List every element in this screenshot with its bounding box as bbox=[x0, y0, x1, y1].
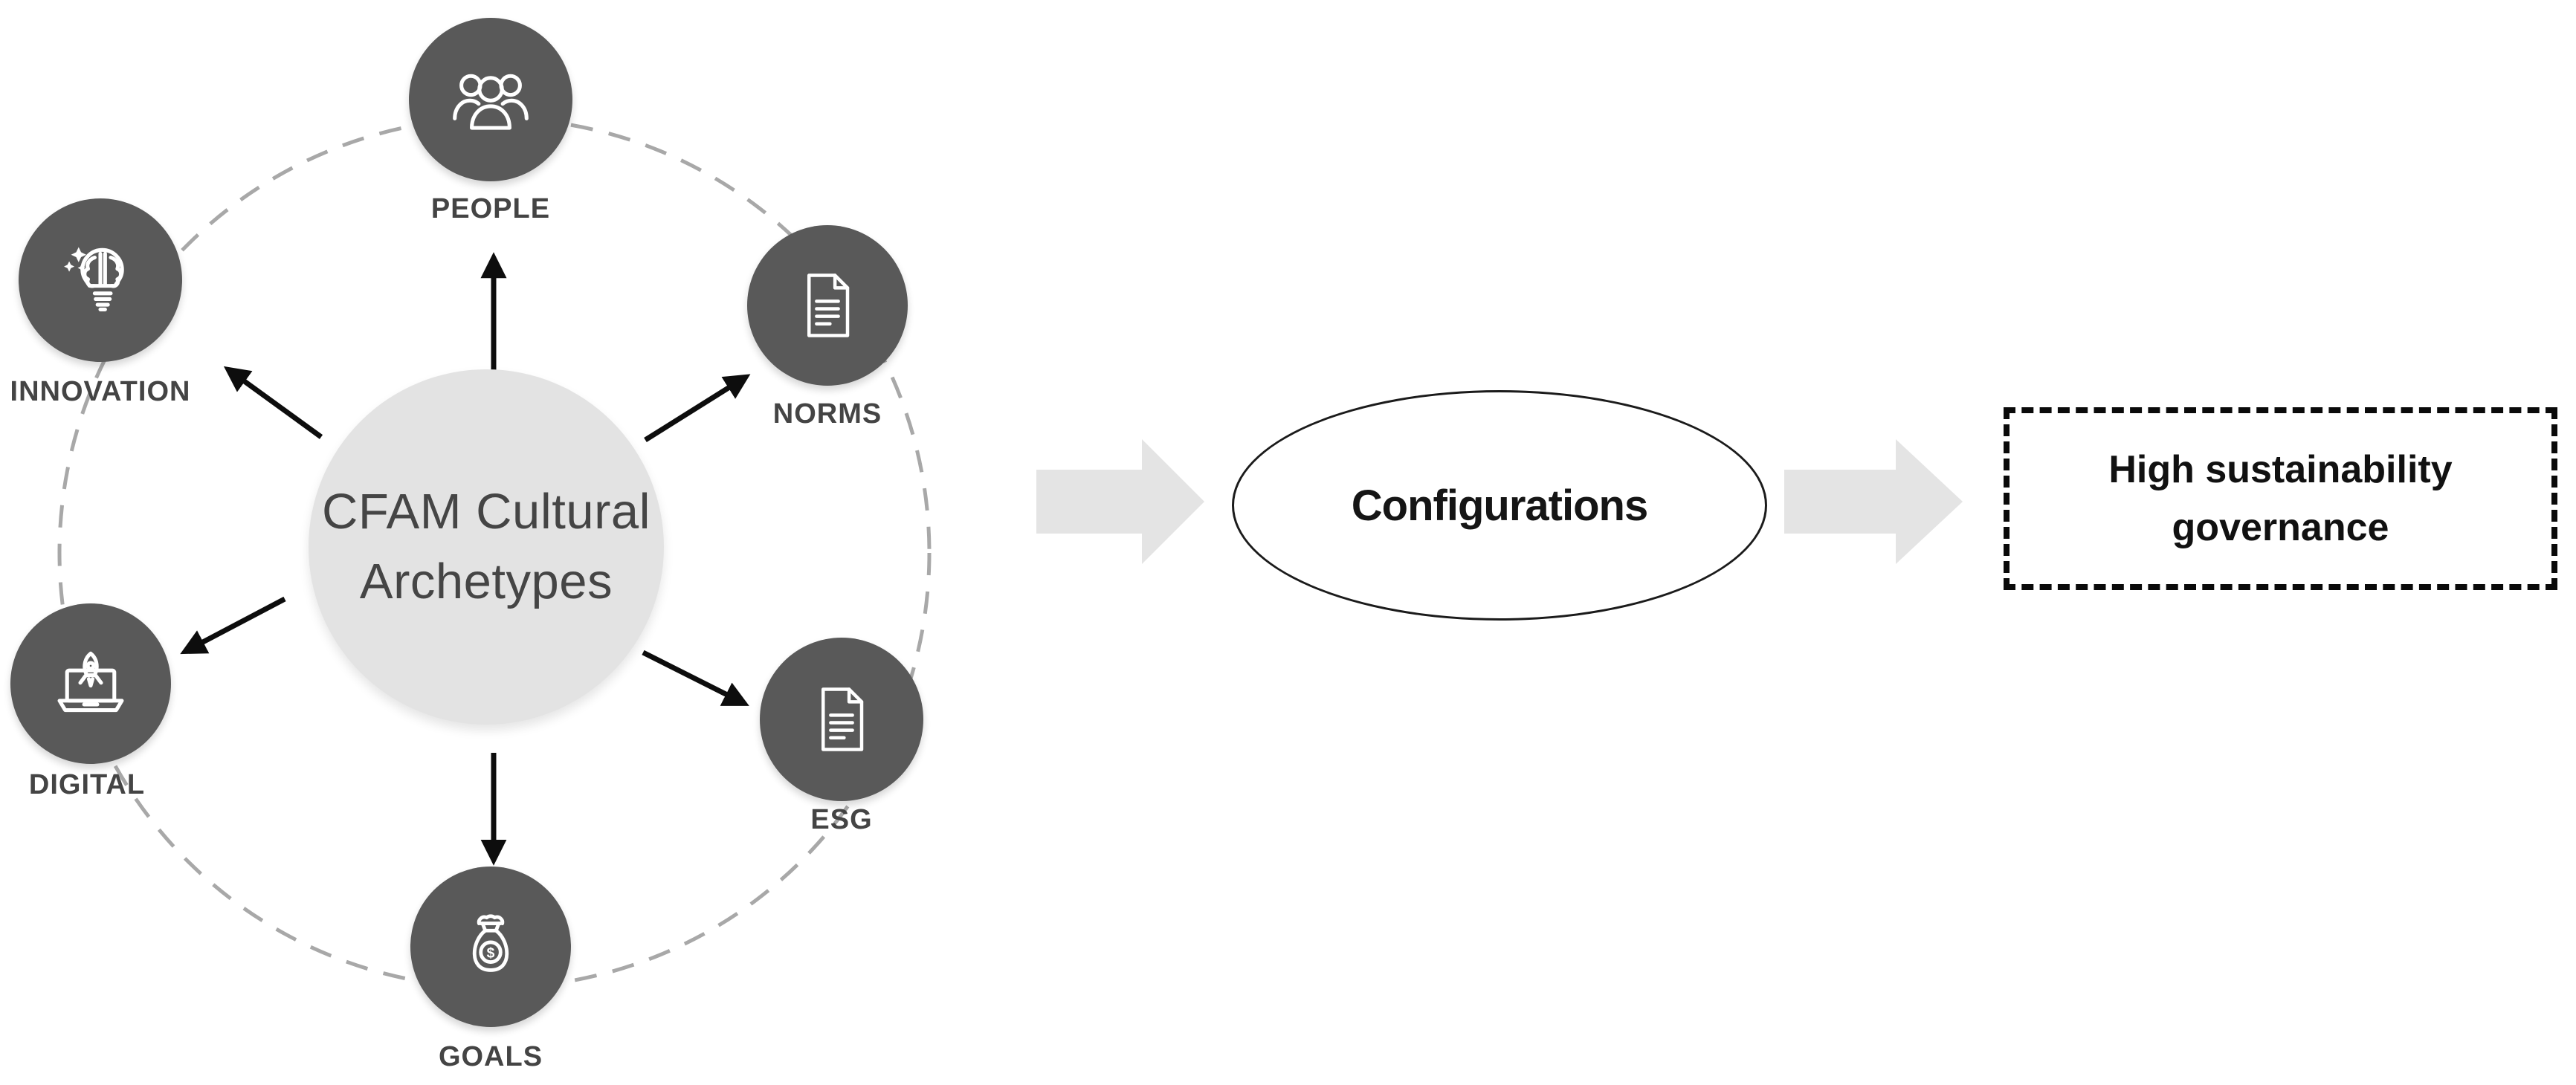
node-norms-circle bbox=[747, 225, 908, 386]
node-innovation-circle bbox=[19, 198, 182, 362]
money-bag-icon: $ bbox=[472, 914, 509, 972]
label-digital: DIGITAL bbox=[28, 769, 146, 800]
outcome-label-line1: High sustainability bbox=[2108, 448, 2453, 491]
flow-arrow-to-outcome bbox=[1784, 439, 1963, 564]
center-node-cfam-cultural-archetypes: CFAM Cultural Archetypes bbox=[309, 369, 664, 725]
center-node-label-line2: Archetypes bbox=[359, 554, 613, 609]
outcome-node-high-sustainability-governance: High sustainability governance bbox=[2004, 407, 2557, 590]
outcome-label-line2: governance bbox=[2172, 506, 2389, 549]
document-icon bbox=[807, 273, 850, 337]
arrow-to-innovation bbox=[223, 366, 323, 439]
node-digital-circle bbox=[10, 603, 171, 764]
people-group-icon bbox=[453, 74, 529, 130]
configurations-node: Configurations bbox=[1232, 390, 1767, 621]
label-innovation: INNOVATION bbox=[10, 376, 191, 407]
arrow-to-norms bbox=[644, 374, 751, 442]
brain-lightbulb-icon bbox=[64, 247, 124, 311]
dollar-glyph: $ bbox=[487, 946, 495, 962]
node-esg-circle bbox=[760, 638, 923, 801]
configurations-label: Configurations bbox=[1351, 481, 1648, 530]
flow-arrow-to-configurations bbox=[1036, 439, 1204, 564]
document-icon bbox=[821, 687, 864, 751]
label-esg: ESG bbox=[810, 804, 873, 835]
center-node-label-line1: CFAM Cultural bbox=[321, 484, 651, 540]
node-people-circle bbox=[409, 18, 572, 181]
label-people: PEOPLE bbox=[430, 193, 551, 224]
label-norms: NORMS bbox=[772, 398, 882, 430]
arrow-to-esg bbox=[642, 650, 749, 706]
arrow-to-digital bbox=[180, 596, 286, 655]
label-goals: GOALS bbox=[438, 1041, 543, 1072]
laptop-rocket-icon bbox=[57, 651, 124, 713]
node-goals-circle: $ bbox=[410, 867, 571, 1027]
